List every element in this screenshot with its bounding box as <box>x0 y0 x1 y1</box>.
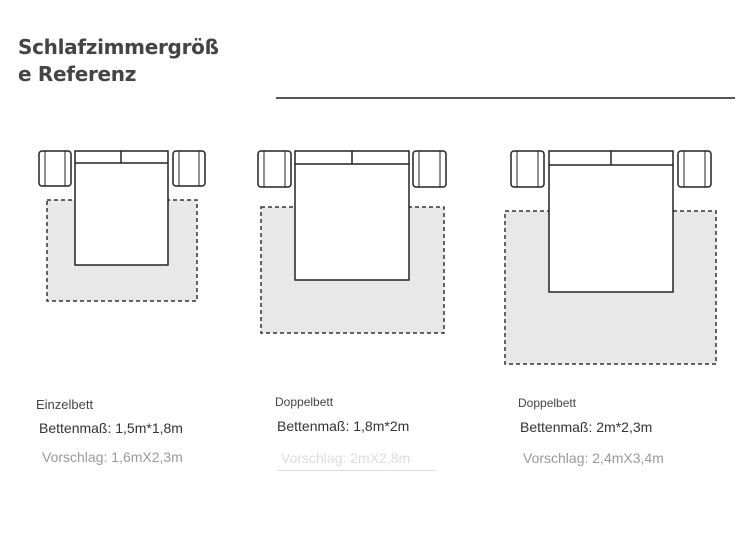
title-line-1: Schlafzimmergröß <box>18 35 219 59</box>
page-title: Schlafzimmergröß e Referenz <box>18 34 258 88</box>
panel-single-bed-diagram <box>38 150 206 302</box>
panel-1-recommendation: Vorschlag: 1,6mX2,3m <box>42 449 183 465</box>
panel-2-underline <box>277 470 436 471</box>
title-line-2: e Referenz <box>18 62 137 86</box>
nightstand-left <box>38 150 72 187</box>
bed <box>548 150 674 293</box>
nightstand-right <box>677 150 712 188</box>
title-divider <box>276 97 735 99</box>
nightstand-right <box>412 150 447 188</box>
nightstand-left <box>257 150 292 188</box>
nightstand-left <box>510 150 545 188</box>
panel-2-bed-size: Bettenmaß: 1,8m*2m <box>277 418 410 434</box>
bed <box>294 150 410 281</box>
panel-double-bed-diagram <box>257 150 447 334</box>
panel-1-caption: Einzelbett <box>36 397 94 412</box>
panel-1-bed-size: Bettenmaß: 1,5m*1,8m <box>39 420 183 436</box>
panel-3-caption: Doppelbett <box>518 396 577 410</box>
panel-2-recommendation: Vorschlag: 2mX2,8m <box>281 450 411 466</box>
panel-3-bed-size: Bettenmaß: 2m*2,3m <box>520 419 653 435</box>
panel-large-double-bed-diagram <box>504 150 717 365</box>
bed <box>74 150 169 266</box>
nightstand-right <box>172 150 206 187</box>
panel-3-recommendation: Vorschlag: 2,4mX3,4m <box>523 450 664 466</box>
panel-2-caption: Doppelbett <box>275 395 334 409</box>
